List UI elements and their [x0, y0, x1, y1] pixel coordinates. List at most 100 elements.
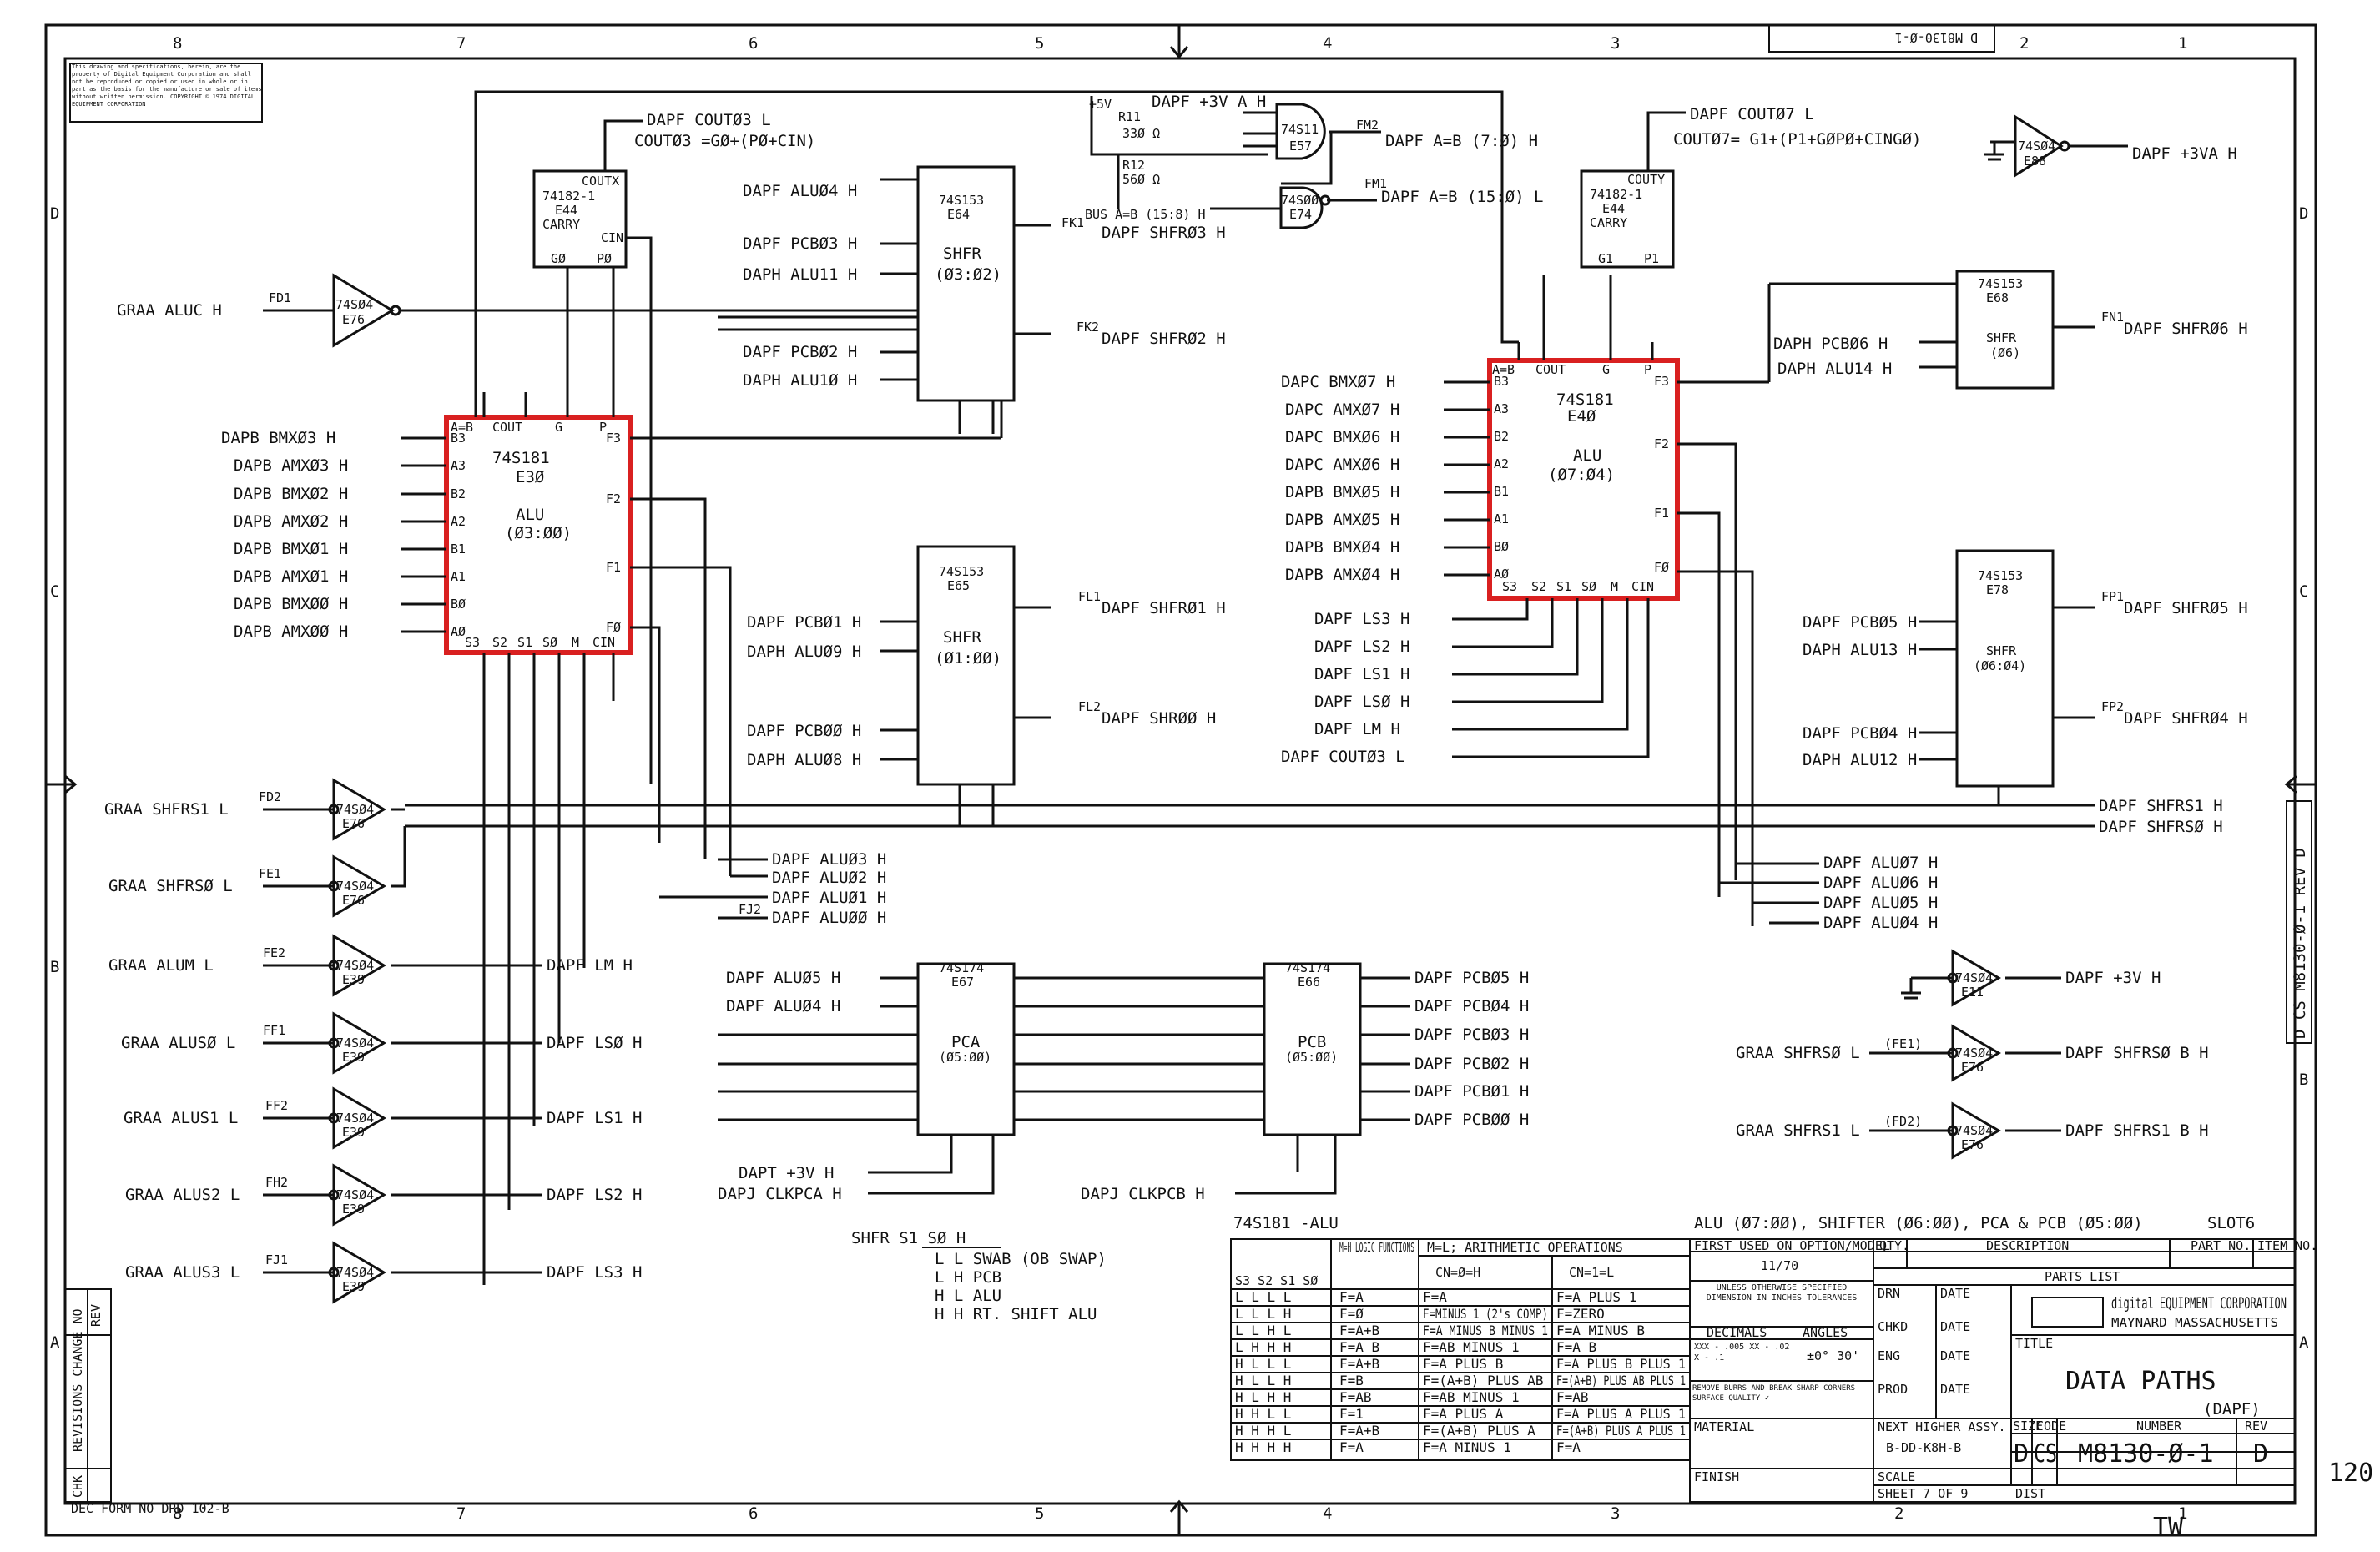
rev-label: REV	[88, 1304, 103, 1327]
alu-function-table: 74S181 -ALU M=H LOGIC FUNCTIONS M=L; ARI…	[1230, 1214, 1691, 1461]
ref-label: FK2	[1077, 320, 1099, 335]
signal-label: DAPF PCBØ1 H	[747, 613, 861, 632]
pin-label: CIN	[1631, 579, 1654, 594]
ref-label: FE1	[259, 866, 281, 881]
pin-label: F1	[606, 560, 621, 575]
alu-ref: E3Ø	[516, 468, 545, 486]
pin-label: COUT	[1535, 362, 1566, 377]
zone-label: 2	[2019, 34, 2029, 53]
zone-label: B	[2299, 1071, 2308, 1089]
pin-label: BØ	[451, 597, 466, 612]
tb-label: ANGLES	[1803, 1325, 1848, 1340]
signal-label: DAPB BMXØØ H	[234, 595, 348, 613]
zone-label: 8	[173, 34, 182, 53]
ref-label: E44	[555, 203, 577, 218]
ref-label: FE2	[263, 945, 285, 960]
title-header: ALU (Ø7:ØØ), SHIFTER (Ø6:ØØ), PCA & PCB …	[1694, 1214, 2143, 1232]
gate-label: 74SØ4	[1955, 1123, 1993, 1138]
name-label: SHFR	[1986, 330, 2017, 345]
signal-label: DAPF PCBØ2 H	[743, 343, 857, 361]
zone-label: 2	[1894, 1504, 1903, 1523]
table-cell: L L L L	[1235, 1289, 1291, 1305]
pin-label: CIN	[601, 230, 623, 245]
signal-label: DAPF ALUØ5 H	[726, 969, 840, 987]
pca-wires	[718, 976, 1239, 1195]
right-inverters: 74SØ4 E11 DAPF +3V H GRAA SHFRSØ L (FE1)…	[1736, 949, 2209, 1160]
tb-tolerance-wrap: UNLESS OTHERWISE SPECIFIED DIMENSION IN …	[1707, 1283, 1858, 1303]
signal-label: DAPF COUTØ3 L	[647, 111, 771, 129]
signal-label: DAPB AMXØ4 H	[1285, 566, 1399, 584]
pcb-e66: 74S174 E66 PCB (Ø5:ØØ)	[1263, 960, 1362, 1136]
shfr-e64-wires	[718, 178, 1051, 434]
tb-label: ITEM NO.	[2257, 1238, 2317, 1253]
alu-name: ALU	[1573, 446, 1601, 465]
pin-label: PØ	[597, 251, 612, 266]
signal-label: DAPF PCBØ3 H	[743, 234, 857, 253]
table-cell: L L H L	[1235, 1323, 1291, 1338]
signal-label: DAPF ALUØØ H	[772, 909, 886, 927]
gate-label: 74SØ4	[2018, 139, 2055, 154]
table-cell: F=A PLUS B	[1423, 1356, 1503, 1372]
signal-label: DAPF SHFRS1 H	[2099, 797, 2223, 815]
tb-label: FIRST USED ON OPTION/MODEL	[1694, 1238, 1890, 1253]
right-alu-wires	[1719, 862, 1819, 925]
tb-label: CHKD	[1878, 1319, 1908, 1334]
gate-label: 74SØØ	[1281, 193, 1319, 208]
signal-label: DAPH PCBØ6 H	[1773, 335, 1888, 353]
signal-label: DAPF A=B (15:Ø) L	[1381, 188, 1543, 206]
gate-ref: E76	[342, 893, 365, 908]
signal-label: DAPF SHFRØ3 H	[1102, 224, 1226, 242]
table-row: L L SWAB (OB SWAP)	[935, 1250, 1107, 1268]
name-label: SHFR	[943, 628, 981, 647]
side-stamp-box	[2286, 800, 2312, 1044]
zone-label: 1	[2178, 34, 2187, 53]
zone-label: B	[50, 958, 59, 976]
table-cell: H L L H	[1235, 1373, 1291, 1388]
gate-ref: E39	[342, 972, 365, 987]
inverter-e88: 74SØ4 E88 DAPF +3VA H	[1984, 114, 2237, 178]
alu-highlight	[1487, 358, 1680, 601]
gate-ref: E39	[342, 1125, 365, 1140]
name-label: CARRY	[542, 217, 580, 232]
table-header: M=L; ARITHMETIC OPERATIONS	[1427, 1240, 1623, 1255]
margin-note: 120	[2328, 1459, 2373, 1488]
ref-label: FD2	[259, 789, 281, 804]
pin-label: M	[1611, 579, 1618, 594]
pin-label: COUTX	[582, 174, 619, 189]
signal-label: DAPF LM H	[1314, 720, 1400, 738]
tb-label: PROD	[1878, 1382, 1908, 1397]
name-label: SHFR	[943, 244, 981, 263]
tb-company-sub: MAYNARD MASSACHUSETTS	[2111, 1315, 2278, 1330]
alu-e30-inputs: DAPB BMXØ3 H DAPB AMXØ3 H DAPB BMXØ2 H D…	[221, 429, 446, 641]
tb-label: DRN	[1878, 1286, 1900, 1301]
ref-label: FH2	[265, 1175, 288, 1190]
tb-label: NUMBER	[2136, 1418, 2182, 1434]
corner-stamp-text: D M8130-Ø-1	[1895, 30, 1978, 45]
table-cell: F=(A+B) PLUS AB PLUS 1	[1556, 1373, 1686, 1388]
pin-label: B1	[1494, 484, 1509, 499]
pin-label: GØ	[551, 251, 566, 266]
bits-label: (Ø1:ØØ)	[935, 649, 1001, 668]
signal-label: DAPB AMXØ1 H	[234, 567, 348, 586]
tb-label: PARTS LIST	[2045, 1269, 2120, 1284]
signal-label: DAPJ CLKPCA H	[718, 1185, 842, 1203]
table-cell: H H H L	[1235, 1423, 1291, 1439]
alu-highlight	[444, 415, 633, 655]
part-label: 74S153	[1978, 276, 2023, 291]
signal-label: DAPF SHFRØ6 H	[2124, 320, 2248, 338]
signal-label: DAPF SHFRØ1 H	[1102, 599, 1226, 617]
signal-label: DAPF PCBØ1 H	[1414, 1082, 1529, 1101]
signal-label: DAPF SHFRSØ H	[2099, 818, 2223, 836]
signal-label: DAPF A=B (7:Ø) H	[1385, 132, 1538, 150]
alu-e40-inputs: DAPC BMXØ7 H DAPC AMXØ7 H DAPC BMXØ6 H D…	[1281, 373, 1490, 584]
pin-label: AØ	[1494, 567, 1509, 582]
signal-label: DAPF LS3 H	[547, 1263, 642, 1282]
ref-label: FF2	[265, 1098, 288, 1113]
title-block: ALU (Ø7:ØØ), SHIFTER (Ø6:ØØ), PCA & PCB …	[1689, 1214, 2317, 1503]
bits-label: (Ø6)	[1990, 345, 2020, 360]
name-label: PCB	[1298, 1033, 1326, 1051]
pin-label: B2	[1494, 429, 1509, 444]
gate-label: 74SØ4	[336, 1111, 374, 1126]
signal-label: GRAA SHFRSØ L	[108, 877, 233, 895]
rev-label: REVISIONS CHANGE NO	[70, 1308, 85, 1452]
